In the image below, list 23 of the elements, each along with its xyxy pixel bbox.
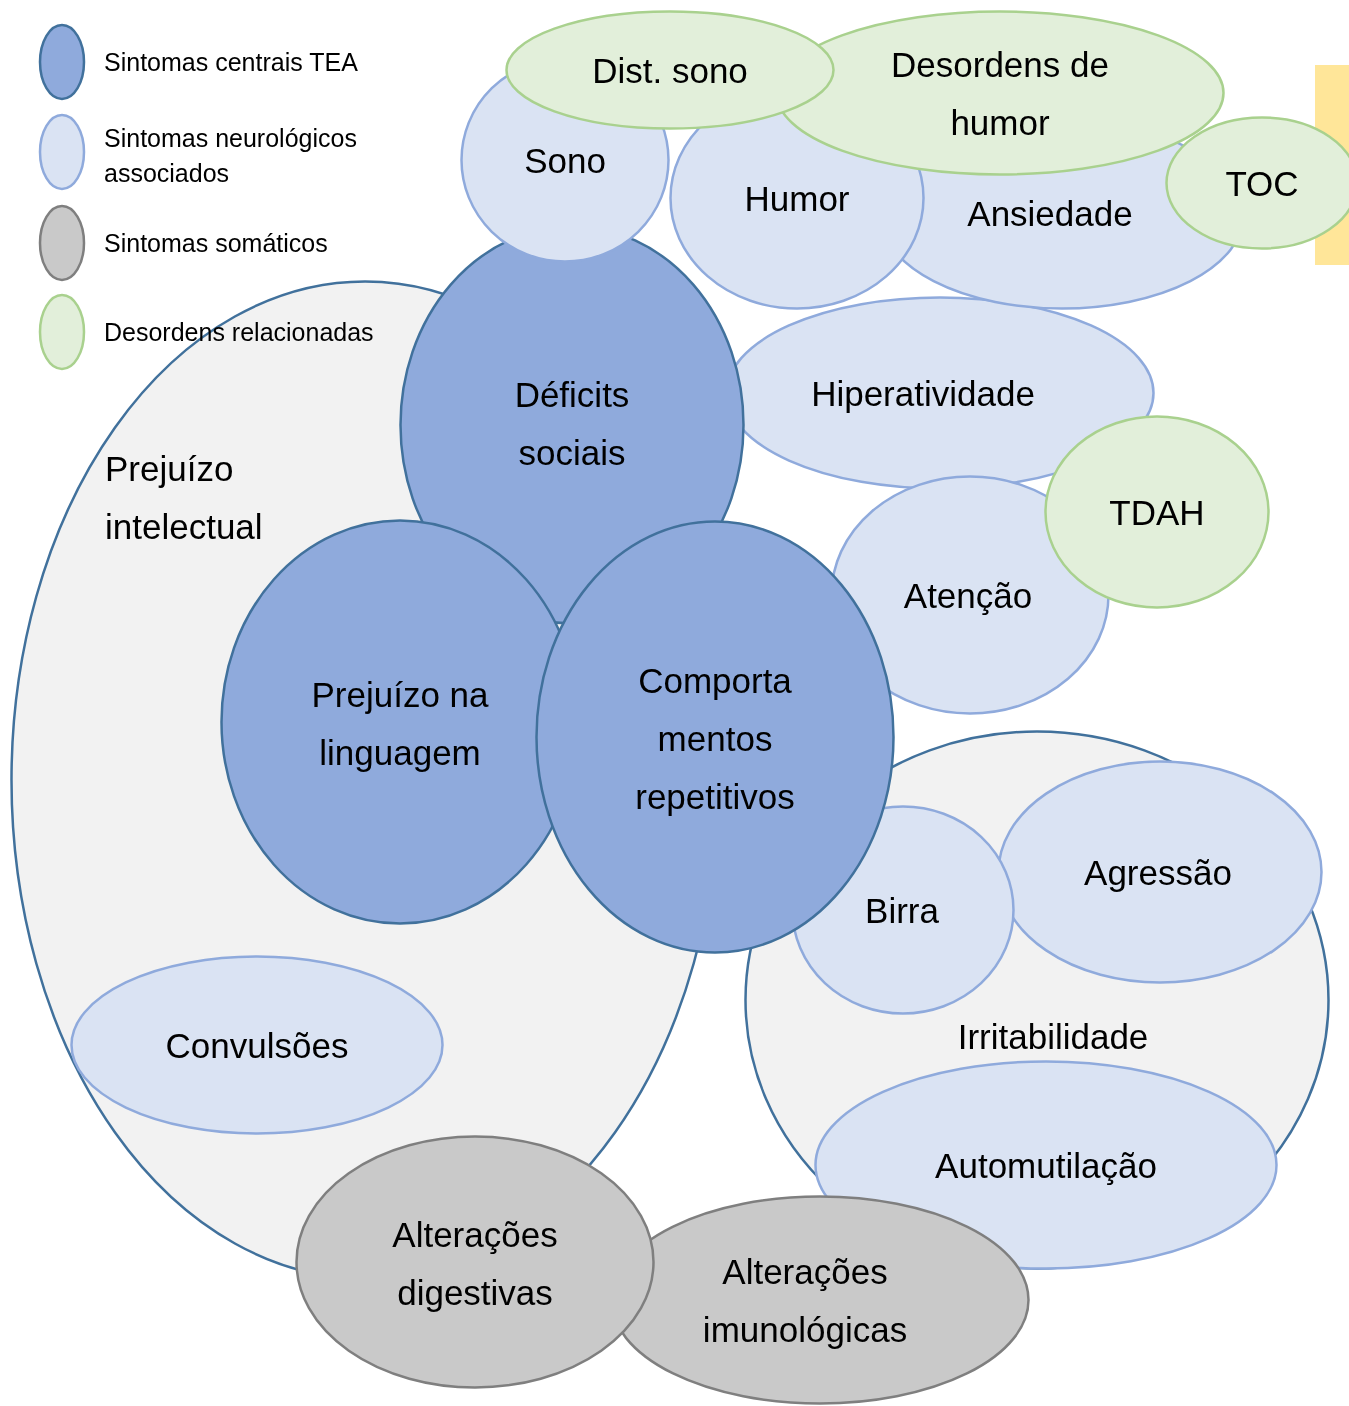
symptom-label: Ansiedade: [966, 193, 1134, 236]
symptom-label: Dist. sono: [591, 50, 749, 93]
symptom-label: Prejuízo intelectual: [105, 448, 264, 548]
symptom-label: Alterações digestivas: [391, 1214, 559, 1314]
symptom-label: Prejuízo na linguagem: [310, 674, 490, 774]
symptom-label: Humor: [743, 178, 851, 221]
legend-label: Sintomas centrais TEA: [104, 46, 358, 78]
symptom-label: Irritabilidade: [956, 1016, 1150, 1059]
symptom-label: Atenção: [902, 575, 1034, 618]
symptom-label: TOC: [1224, 163, 1300, 206]
legend-label: Sintomas somáticos: [104, 227, 328, 259]
symptom-label: Convulsões: [164, 1025, 350, 1068]
symptom-label: Déficits sociais: [513, 374, 631, 474]
symptom-label: Desordens de humor: [890, 44, 1110, 144]
symptom-label: Comporta mentos repetitivos: [634, 660, 796, 818]
symptom-label: Agressão: [1083, 852, 1233, 895]
symptom-label: Sono: [523, 140, 607, 183]
symptom-label: Alterações imunológicas: [701, 1251, 909, 1351]
legend-label: Sintomas neurológicos associados: [104, 123, 358, 189]
symptom-label: Automutilação: [934, 1145, 1158, 1188]
symptom-label: Birra: [864, 890, 940, 933]
symptom-label: Hiperatividade: [810, 373, 1036, 416]
symptom-label: TDAH: [1108, 492, 1206, 535]
